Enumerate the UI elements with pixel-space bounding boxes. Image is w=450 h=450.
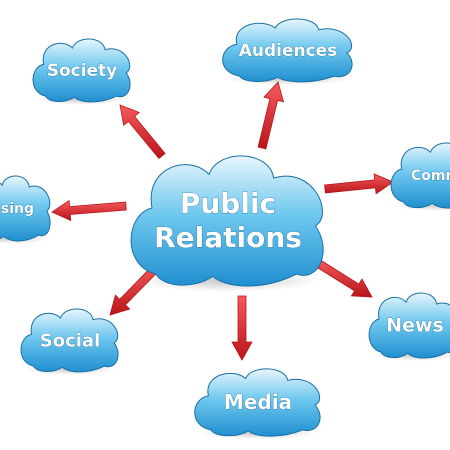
news-label: News [386,315,444,337]
audiences-label: Audiences [239,41,338,61]
cloud-media: Media [194,368,321,440]
cloud-advertising-shape [0,175,51,242]
cloud-communication: Comm [390,142,450,211]
cloud-news-shape [368,292,450,359]
cloud-audiences: Audiences [222,18,353,85]
cloud-society: Society [32,38,131,105]
media-label: Media [224,390,292,414]
cloud-news: News [368,292,450,361]
center-label-line: Relations [154,221,302,254]
arrow-to-media [231,295,253,361]
cloud-public-relations-shape [130,155,324,287]
cloud-social: Social [20,308,119,375]
arrow-to-advertising [51,199,127,222]
cloud-society-shape [32,38,131,103]
arrow-to-communication [324,173,394,195]
society-label: Society [47,61,118,81]
arrow-to-society [119,104,166,160]
arrow-to-audiences [257,81,285,150]
cloud-media-shape [194,368,321,437]
arrow-to-news [313,258,373,298]
cloud-social-shape [20,308,119,373]
social-label: Social [40,330,101,351]
cloud-communication-shape [390,142,450,209]
cloud-advertising: sing [0,175,51,244]
center-label-line: Public [180,187,276,220]
communication-label: Comm [411,168,450,184]
cloud-audiences-shape [222,18,353,83]
advertising-label: sing [1,201,34,217]
